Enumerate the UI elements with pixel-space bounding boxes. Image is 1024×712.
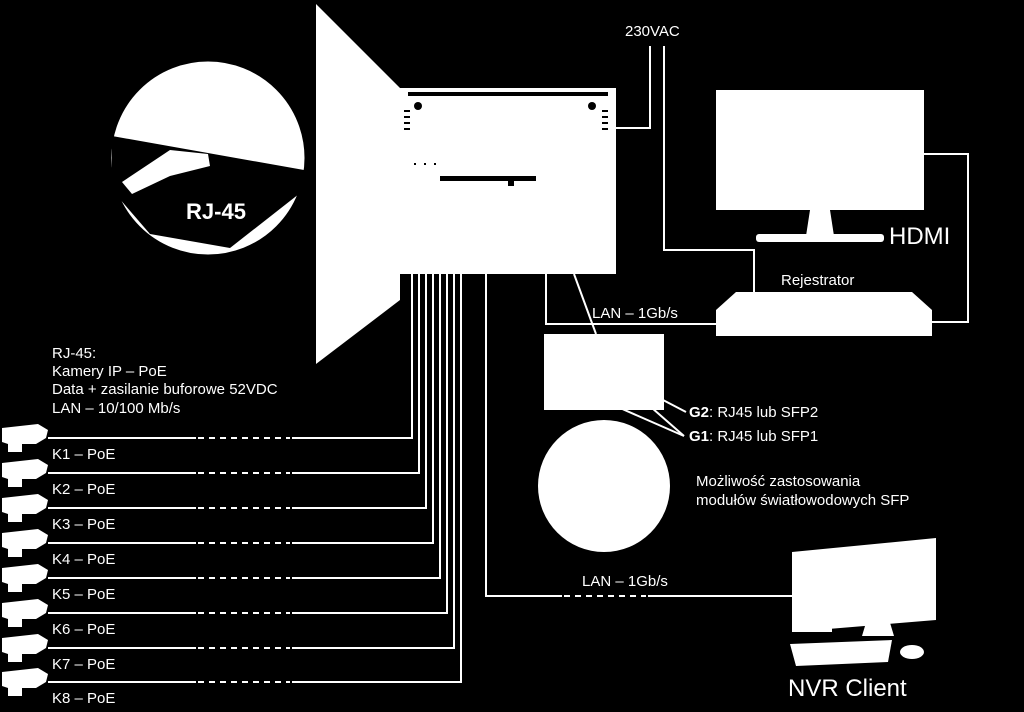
port-desc-line1: RJ-45: [52, 345, 96, 362]
lan-top-label: LAN – 1Gb/s [592, 305, 678, 322]
enclosure-top-rail [408, 92, 608, 96]
camera-2: K2 – PoE [2, 274, 420, 498]
lan-bottom-label: LAN – 1Gb/s [582, 573, 668, 590]
lan-bottom-wire-a [485, 274, 562, 597]
camera-8: K8 – PoE [2, 274, 462, 707]
enclosure-door [316, 4, 400, 364]
rj45-callout-label: RJ-45 [186, 199, 246, 224]
camera-7: K7 – PoE [2, 274, 455, 673]
camera-8-label: K8 – PoE [52, 690, 115, 707]
enclosure-vent-left [404, 110, 410, 130]
port-desc-line3: Data + zasilanie buforowe 52VDC [52, 381, 278, 398]
hdmi-wire [924, 153, 969, 323]
camera-1-label: K1 – PoE [52, 446, 115, 463]
monitor [716, 90, 924, 242]
camera-4-label: K4 – PoE [52, 551, 115, 568]
camera-1: K1 – PoE [2, 274, 413, 463]
status-leds [414, 163, 436, 165]
camera-3: K3 – PoE [2, 274, 427, 533]
switch-device [544, 334, 664, 410]
power-wire-b [663, 46, 755, 292]
uplink-g1: G1: RJ45 lub SFP1 [689, 428, 818, 445]
recorder-label: Rejestrator [781, 272, 854, 289]
switch-module-rail [440, 176, 536, 181]
power-wire-a [616, 46, 651, 129]
sfp-note-line1: Możliwość zastosowania [696, 473, 861, 490]
camera-6-label: K6 – PoE [52, 621, 115, 638]
uplink-g2: G2: RJ45 lub SFP2 [689, 404, 818, 421]
camera-5-label: K5 – PoE [52, 586, 115, 603]
rj45-callout: RJ-45 [108, 58, 308, 258]
uplink-g1-line-a [619, 407, 685, 437]
camera-3-label: K3 – PoE [52, 516, 115, 533]
uplink-g1-line-b [651, 407, 685, 437]
nvr-client-workstation [790, 538, 936, 666]
camera-4: K4 – PoE [2, 274, 434, 568]
sfp-note-line2: modułów światłowodowych SFP [696, 492, 909, 509]
sfp-module-circle [538, 420, 670, 552]
port-desc-line2: Kamery IP – PoE [52, 363, 167, 380]
uplink-g2-line [639, 387, 687, 413]
mount-hole-left [414, 102, 422, 110]
nvr-client-label: NVR Client [788, 675, 907, 702]
camera-7-label: K7 – PoE [52, 656, 115, 673]
lan-top-wire [545, 274, 716, 325]
camera-6: K6 – PoE [2, 274, 448, 638]
camera-2-label: K2 – PoE [52, 481, 115, 498]
switch-link [573, 273, 597, 335]
enclosure-vent-right [602, 110, 608, 130]
port-desc-line4: LAN – 10/100 Mb/s [52, 400, 180, 417]
recorder-device [716, 292, 932, 336]
mount-hole-right [588, 102, 596, 110]
hdmi-label: HDMI [889, 223, 950, 250]
switch-module-foot [508, 176, 514, 186]
camera-5: K5 – PoE [2, 274, 441, 603]
power-label: 230VAC [625, 23, 680, 40]
